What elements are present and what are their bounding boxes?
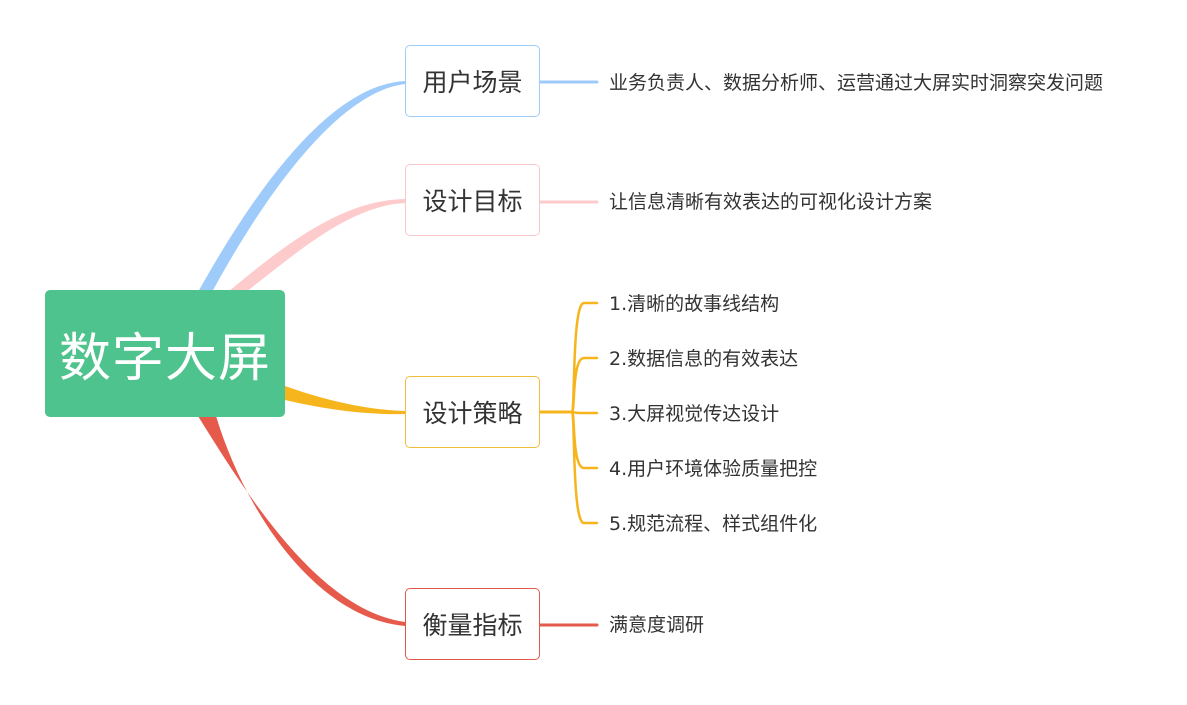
leaf-design-goal[interactable]: 让信息清晰有效表达的可视化设计方案 (609, 191, 933, 213)
root-label: 数字大屏 (58, 329, 271, 389)
branch-node-user-scenario[interactable]: 用户场景 (405, 45, 540, 117)
link-strategy-leaf-5 (570, 410, 599, 525)
link-root-user-scenario (198, 81, 405, 292)
leaf-strategy-1[interactable]: 1.清晰的故事线结构 (609, 293, 780, 315)
link-root-design-goal (228, 199, 405, 292)
link-strategy-leaf-2 (570, 356, 599, 414)
link-strategy-leaf-4 (570, 410, 599, 470)
leaf-metrics[interactable]: 满意度调研 (609, 614, 705, 636)
leaf-strategy-4[interactable]: 4.用户环境体验质量把控 (609, 458, 818, 480)
branch-node-metrics[interactable]: 衡量指标 (405, 588, 540, 660)
branch-node-design-goal[interactable]: 设计目标 (405, 164, 540, 236)
leaf-strategy-5[interactable]: 5.规范流程、样式组件化 (609, 513, 818, 535)
branch-label: 设计策略 (422, 399, 523, 428)
link-strategy-leaf-3 (570, 410, 599, 415)
leaf-user-scenario[interactable]: 业务负责人、数据分析师、运营通过大屏实时洞察突发问题 (609, 72, 1104, 94)
root-node[interactable]: 数字大屏 (45, 290, 285, 417)
leaf-strategy-3[interactable]: 3.大屏视觉传达设计 (609, 403, 780, 425)
link-root-metrics (198, 416, 405, 626)
branch-label: 衡量指标 (422, 611, 523, 640)
leaf-strategy-2[interactable]: 2.数据信息的有效表达 (609, 348, 799, 370)
branch-node-design-strategy[interactable]: 设计策略 (405, 376, 540, 448)
branch-label: 设计目标 (422, 187, 523, 216)
branch-label: 用户场景 (422, 68, 523, 97)
link-root-design-strategy (285, 386, 405, 415)
